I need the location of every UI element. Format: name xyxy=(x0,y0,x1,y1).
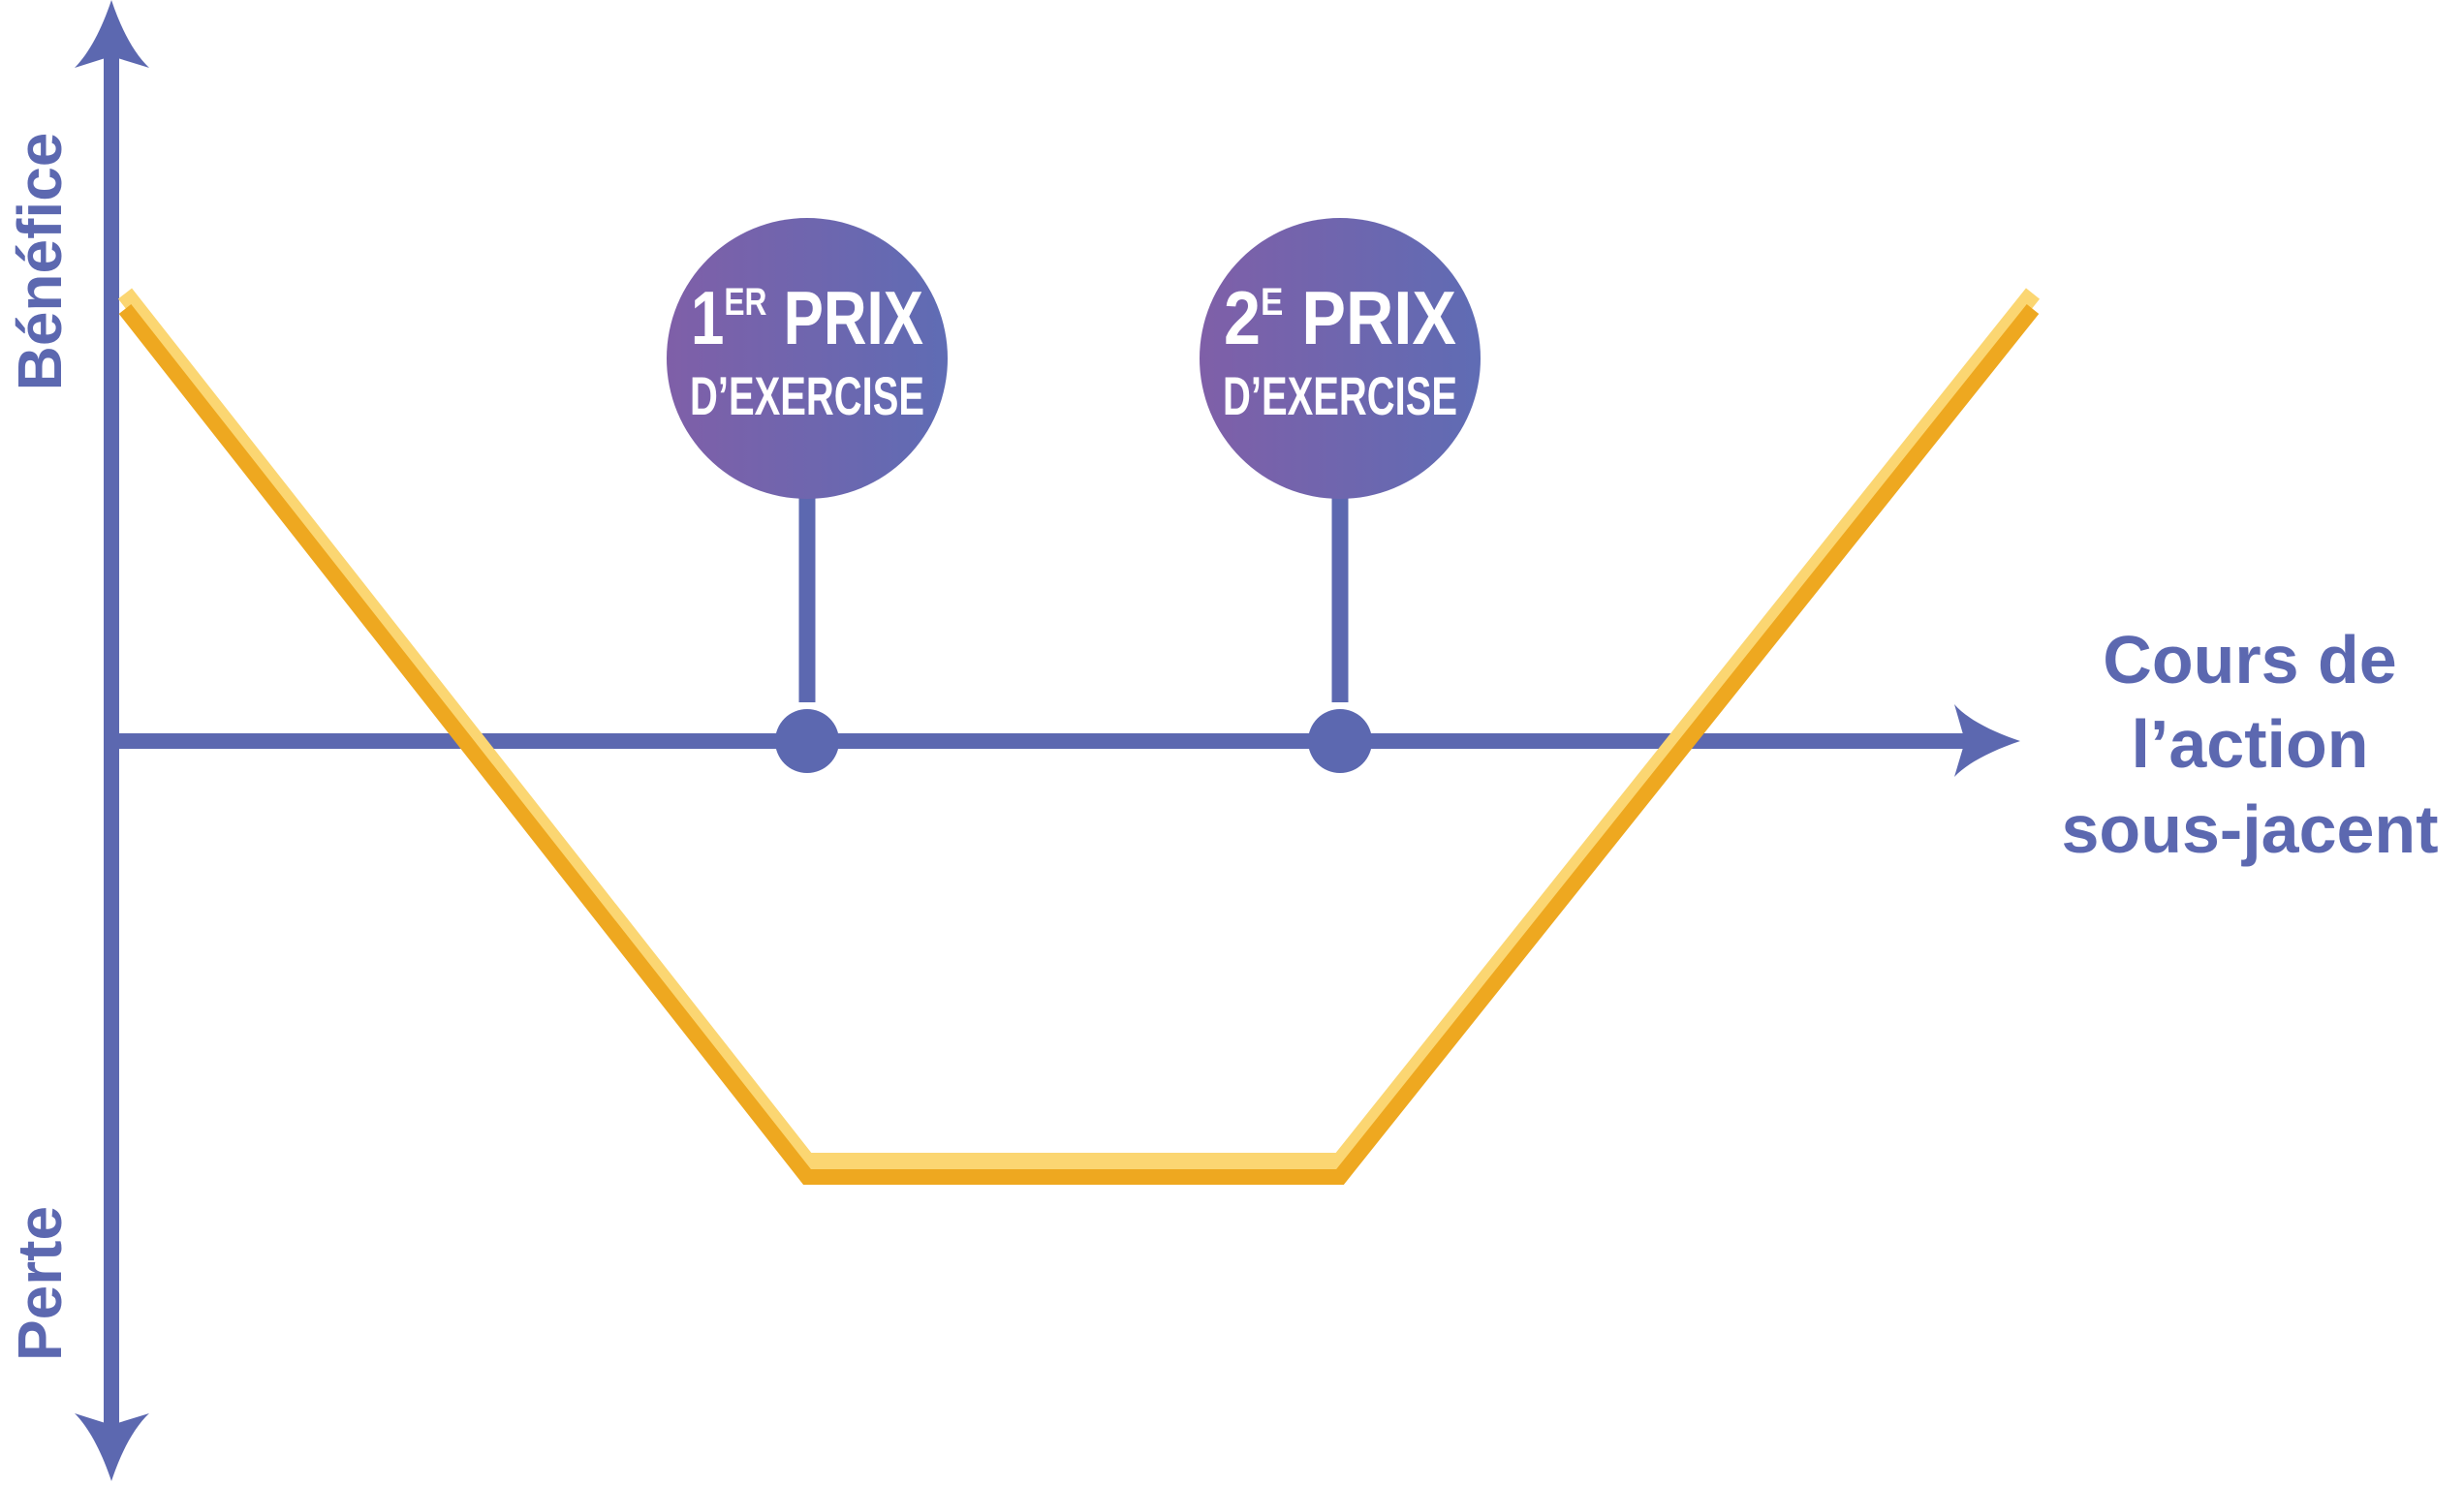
strike-superscript: ER xyxy=(724,281,766,324)
y-axis-arrow-down-icon xyxy=(75,1413,149,1481)
strike-badge-title: 2E PRIX xyxy=(1224,275,1456,360)
strike-number: 2 xyxy=(1224,275,1261,360)
strike-badge-title: 1ER PRIX xyxy=(691,275,923,360)
strike-dot xyxy=(1308,709,1372,773)
payoff-line xyxy=(117,288,2041,1185)
payoff-line-main xyxy=(118,304,2040,1185)
strike-word: PRIX xyxy=(1283,275,1456,360)
strike-badge-subtitle: D’EXERCISE xyxy=(690,365,924,426)
y-axis-arrow-up-icon xyxy=(75,0,149,68)
strike-superscript: E xyxy=(1261,281,1283,324)
y-axis-positive-label: Bénéfice xyxy=(5,133,75,391)
strike-dot xyxy=(775,709,839,773)
y-axis-negative-label: Perte xyxy=(5,1206,75,1361)
x-axis-label-line-3: sous-jacent xyxy=(2062,791,2439,867)
payoff-line-highlight xyxy=(117,288,2041,1170)
strike-word: PRIX xyxy=(766,275,923,360)
x-axis-label: Cours de l’action sous-jacent xyxy=(2062,622,2439,867)
x-axis-arrow-icon xyxy=(1954,704,2020,777)
strike-badge-subtitle: D’EXERCISE xyxy=(1223,365,1457,426)
strike-badge xyxy=(667,218,948,499)
x-axis-label-line-1: Cours de xyxy=(2103,622,2396,697)
x-axis xyxy=(111,704,2020,777)
strike-badge xyxy=(1200,218,1481,499)
strike-number: 1 xyxy=(691,275,724,360)
x-axis-label-line-2: l’action xyxy=(2131,706,2368,782)
